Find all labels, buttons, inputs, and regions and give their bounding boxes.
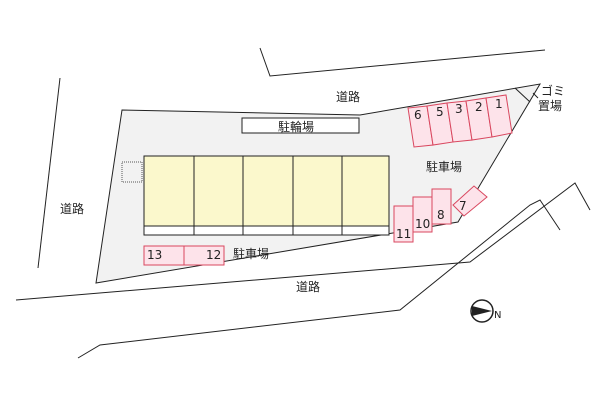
space-number: 7 [459, 199, 467, 213]
space-number: 12 [206, 248, 222, 262]
parking-spaces [143, 94, 513, 266]
space-number: 1 [495, 97, 503, 111]
space-1 [485, 94, 513, 138]
compass-icon: N [470, 299, 501, 323]
garbage-area-line [532, 92, 539, 99]
road-edge [77, 199, 561, 359]
space-number: 3 [455, 102, 463, 116]
parking-label-right: 駐車場 [426, 160, 463, 174]
garbage-label-2: 置場 [538, 99, 563, 113]
bicycle-parking-box [241, 117, 360, 134]
space-number: 5 [436, 105, 444, 119]
road-edge [37, 77, 61, 269]
space-number: 10 [415, 217, 431, 231]
space-number: 8 [437, 208, 445, 222]
space-11 [393, 205, 414, 243]
road-label-left: 道路 [60, 202, 85, 216]
space-number: 6 [414, 108, 422, 122]
svg-text:N: N [494, 310, 501, 321]
garbage-area-line [514, 87, 531, 103]
road-edge [259, 47, 546, 77]
road-label-top: 道路 [336, 90, 361, 104]
space-number: 11 [396, 227, 412, 241]
road-edge [15, 182, 591, 301]
parking-label-bottom: 駐車場 [233, 247, 270, 261]
space-7 [452, 185, 488, 217]
space-number: 13 [147, 248, 163, 262]
building [121, 155, 390, 236]
space-number: 2 [475, 100, 483, 114]
space-12 [183, 245, 225, 266]
bicycle-parking-label: 駐輪場 [278, 120, 315, 134]
road-label-bottom: 道路 [296, 280, 321, 294]
garbage-label: ゴミ [541, 84, 566, 98]
